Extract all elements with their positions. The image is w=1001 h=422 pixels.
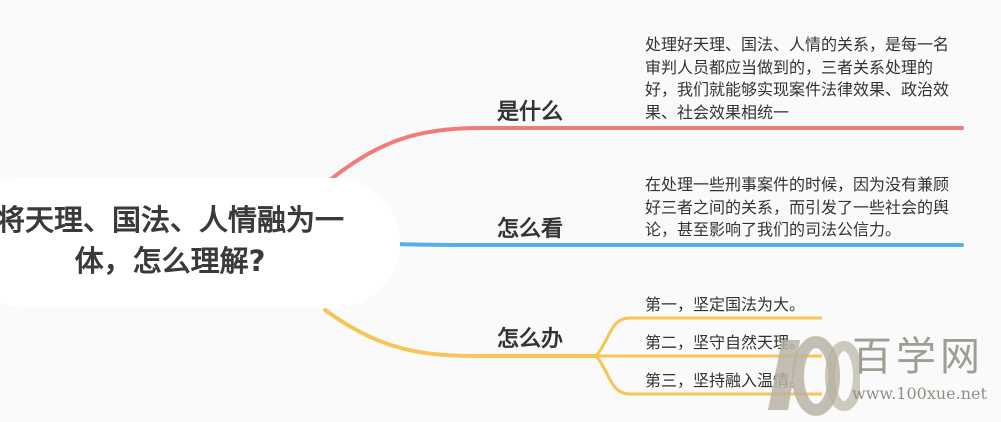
branch-note-what: 处理好天理、国法、人情的关系，是每一名审判人员都应当做到的，三者关系处理的好，我… bbox=[645, 35, 950, 122]
leaf-link-third bbox=[594, 355, 822, 396]
watermark-brand: 百学网 bbox=[852, 334, 984, 380]
leaf-link-first bbox=[594, 316, 822, 357]
leaf-second: 第二，坚守自然天理。 bbox=[645, 333, 806, 352]
branch-link-view bbox=[396, 242, 964, 247]
branch-label-how: 怎么办 bbox=[497, 327, 564, 352]
leaf-third: 第三，坚持融入温情。 bbox=[645, 371, 806, 390]
root-title: 将天理、国法、人情融为一体，怎么理解? bbox=[0, 203, 344, 278]
branch-label-what: 是什么 bbox=[497, 100, 564, 125]
watermark-url: www.100xue.net bbox=[852, 384, 987, 403]
branch-link-what bbox=[328, 126, 964, 182]
watermark-logo-icon bbox=[768, 336, 860, 416]
branch-note-view: 在处理一些刑事案件的时候，因为没有兼顾好三者之间的关系，而引发了一些社会的舆论，… bbox=[645, 175, 950, 239]
leaf-first: 第一，坚定国法为大。 bbox=[645, 295, 806, 314]
branch-link-how bbox=[323, 308, 598, 358]
root-node bbox=[0, 178, 400, 308]
branch-label-view: 怎么看 bbox=[497, 217, 564, 242]
